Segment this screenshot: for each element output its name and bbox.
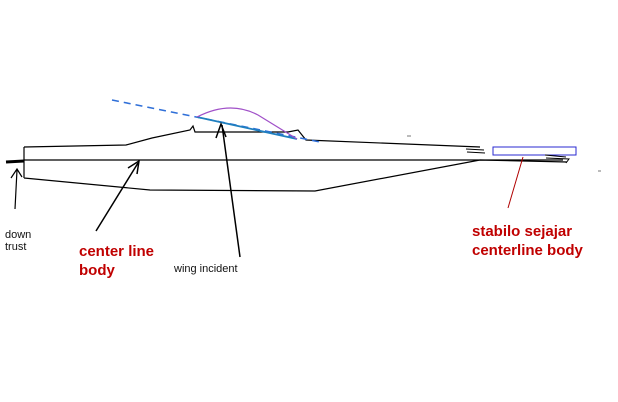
center-line-body-label: center line body	[79, 243, 155, 279]
wing-chord-line	[196, 116, 298, 140]
stabilizer-detail	[465, 148, 570, 164]
fuselage-outline	[23, 124, 568, 192]
stabilizer-rect	[492, 146, 577, 156]
down-trust-label: down trust	[5, 229, 32, 253]
stray-dot	[407, 135, 601, 172]
stabilo-pointer	[507, 156, 524, 209]
stabilo-label: stabilo sejajar centerline body	[472, 223, 583, 259]
center-line-pointer	[95, 159, 140, 232]
down-trust-pointer	[10, 167, 23, 210]
wing-incident-pointer	[215, 121, 241, 258]
down-thrust-stub	[5, 159, 25, 164]
wing-incident-label: wing incident	[174, 263, 238, 275]
airfoil-curve	[196, 107, 298, 140]
